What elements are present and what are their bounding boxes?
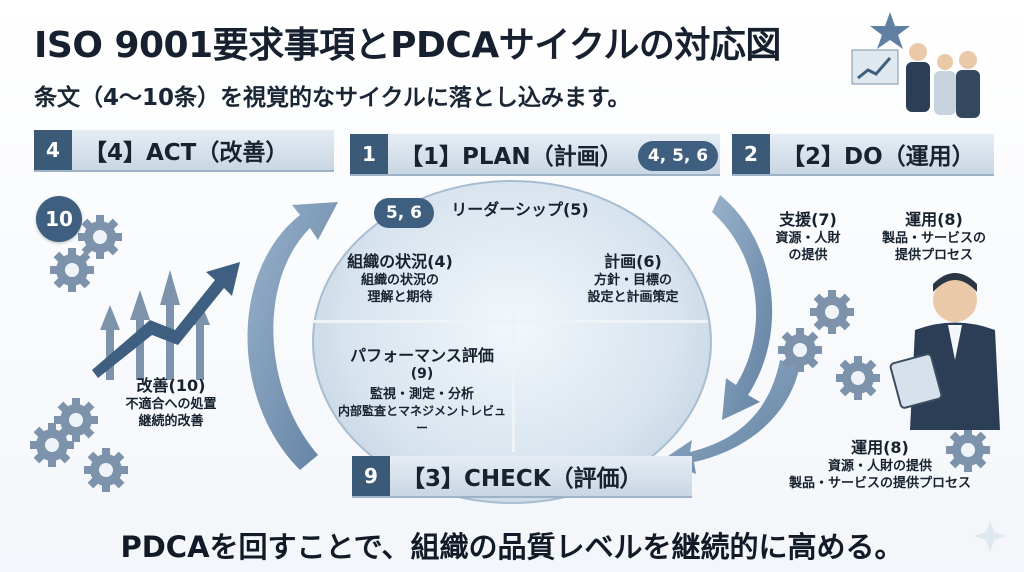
leadership-block: リーダーシップ(5) [440,196,600,220]
planning-title: 計画(6) [604,252,662,271]
improvement-line2: 継続的改善 [138,414,204,429]
plan-to-do-arrow [712,195,773,420]
circle-divider-horizontal [312,320,708,323]
page-title: ISO 9001要求事項とPDCAサイクルの対応図 [34,25,781,66]
improvement-title: 改善(10) [136,376,206,395]
plan-inner-badge: 5, 6 [374,198,434,228]
context-line1: 組織の状況の [360,273,439,288]
page-subtitle: 条文（4〜10条）を視覚的なサイクルに落とし込みます。 [34,85,631,111]
planning-line2: 設定と計画策定 [587,290,679,305]
evaluation-block: パフォーマンス評価 (9) 監視・測定・分析 内部監査とマネジメントレビュー [334,342,510,437]
operation-line1: 製品・サービスの [881,231,986,246]
act-to-plan-arrow [247,202,338,470]
presenter-illustration [889,273,1000,430]
gear-icon [84,448,128,492]
operation-bottom-line1: 資源・人財の提供 [827,459,932,474]
do-phase-header: 2 【2】DO（運用） [732,134,994,176]
gear-icon [50,248,94,292]
check-step-number: 9 [352,456,390,496]
plan-clause-badge: 4, 5, 6 [638,141,718,171]
gear-icon [836,356,880,400]
operation-title: 運用(8) [905,210,963,229]
team-illustration [851,43,980,118]
act-step-number: 4 [34,130,72,170]
act-clause-badge: 10 [36,196,82,242]
improvement-block: 改善(10) 不適合への処置 継続的改善 [96,372,246,430]
operation-bottom-title: 運用(8) [851,438,909,457]
support-line1: 資源・人財 [775,231,841,246]
gear-icon [30,423,74,467]
improvement-line1: 不適合への処置 [125,397,217,412]
gear-icon [810,290,854,334]
operation-line2: 提供プロセス [894,248,973,263]
star-icon [870,12,910,49]
sparkle-icon [974,520,1006,552]
act-phase-header: 4 【4】ACT（改善） [34,130,334,172]
context-line2: 理解と期待 [367,290,433,305]
planning-block: 計画(6) 方針・目標の 設定と計画策定 [568,248,698,306]
footer-message: PDCAを回すことで、組織の品質レベルを継続的に高める。 [120,530,904,564]
gear-icon [778,328,822,372]
support-title: 支援(7) [779,210,837,229]
evaluation-number: (9) [410,366,434,382]
evaluation-title: パフォーマンス評価 [350,346,494,365]
evaluation-line2: 内部監査とマネジメントレビュー [337,404,506,435]
leadership-title: リーダーシップ(5) [451,200,589,219]
act-phase-label: 【4】ACT（改善） [84,140,289,166]
do-phase-label: 【2】DO（運用） [782,144,975,170]
operation-bottom-block: 運用(8) 資源・人財の提供 製品・サービスの提供プロセス [760,434,1000,492]
plan-phase-label: 【1】PLAN（計画） [400,144,623,170]
support-block: 支援(7) 資源・人財 の提供 [756,206,860,264]
plan-step-number: 1 [350,134,388,174]
check-phase-header: 9 【3】CHECK（評価） [352,456,692,498]
context-block: 組織の状況(4) 組織の状況の 理解と期待 [334,248,466,306]
context-title: 組織の状況(4) [347,252,453,271]
do-step-number: 2 [732,134,770,174]
growth-arrows-icon [92,262,240,380]
planning-line1: 方針・目標の [593,273,672,288]
evaluation-line1: 監視・測定・分析 [369,387,474,402]
circle-divider-vertical [512,312,515,452]
operation-bottom-line2: 製品・サービスの提供プロセス [788,476,971,491]
operation-block: 運用(8) 製品・サービスの 提供プロセス [864,206,1004,264]
check-phase-label: 【3】CHECK（評価） [402,466,643,492]
support-line2: の提供 [788,248,828,263]
